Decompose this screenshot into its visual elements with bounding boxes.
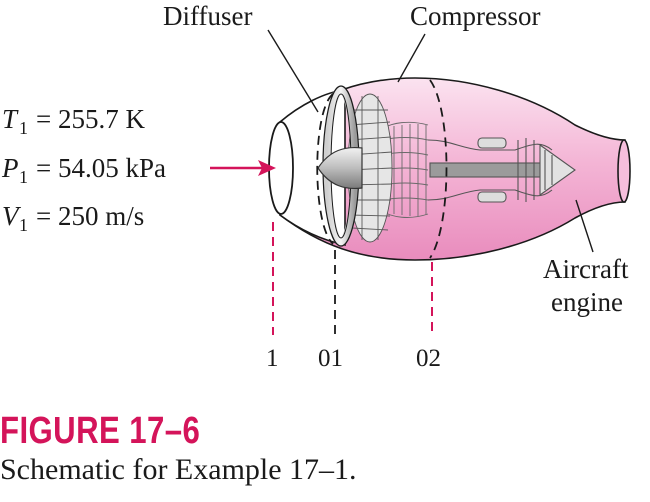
- figure-caption: Schematic for Example 17–1.: [0, 453, 357, 486]
- p1-symbol: P: [1, 153, 19, 183]
- station-02-label: 02: [416, 345, 441, 372]
- station-01-label: 01: [318, 345, 343, 372]
- aircraft-label: Aircraft: [543, 254, 629, 284]
- t1-subscript: 1: [19, 118, 28, 138]
- t1-symbol: T: [2, 104, 19, 134]
- engine-label: engine: [551, 287, 623, 317]
- inlet-state-v1: V 1 = 250 m/s: [2, 201, 144, 235]
- inlet-arrowhead: [258, 160, 276, 176]
- station-02-plane: [429, 79, 448, 259]
- aircraft-engine-leader: [575, 199, 594, 253]
- nozzle-exit: [617, 139, 631, 203]
- spinner-cone: [317, 146, 363, 190]
- p1-subscript: 1: [19, 167, 28, 187]
- v1-symbol: V: [2, 201, 22, 231]
- v1-subscript: 1: [19, 215, 28, 235]
- compressor-leader: [397, 33, 426, 83]
- compressor-label: Compressor: [410, 1, 541, 31]
- diffuser-label: Diffuser: [163, 1, 252, 31]
- t1-value: = 255.7 K: [36, 104, 145, 134]
- figure-title: FIGURE 17–6: [0, 410, 201, 452]
- diffuser-leader: [267, 29, 319, 113]
- station-1-label: 1: [266, 345, 279, 372]
- v1-value: = 250 m/s: [36, 201, 144, 231]
- p1-value: = 54.05 kPa: [36, 153, 166, 183]
- inlet-state-p1: P 1 = 54.05 kPa: [1, 153, 166, 187]
- inlet-state-t1: T 1 = 255.7 K: [2, 104, 145, 138]
- station-01-plane: [316, 93, 334, 245]
